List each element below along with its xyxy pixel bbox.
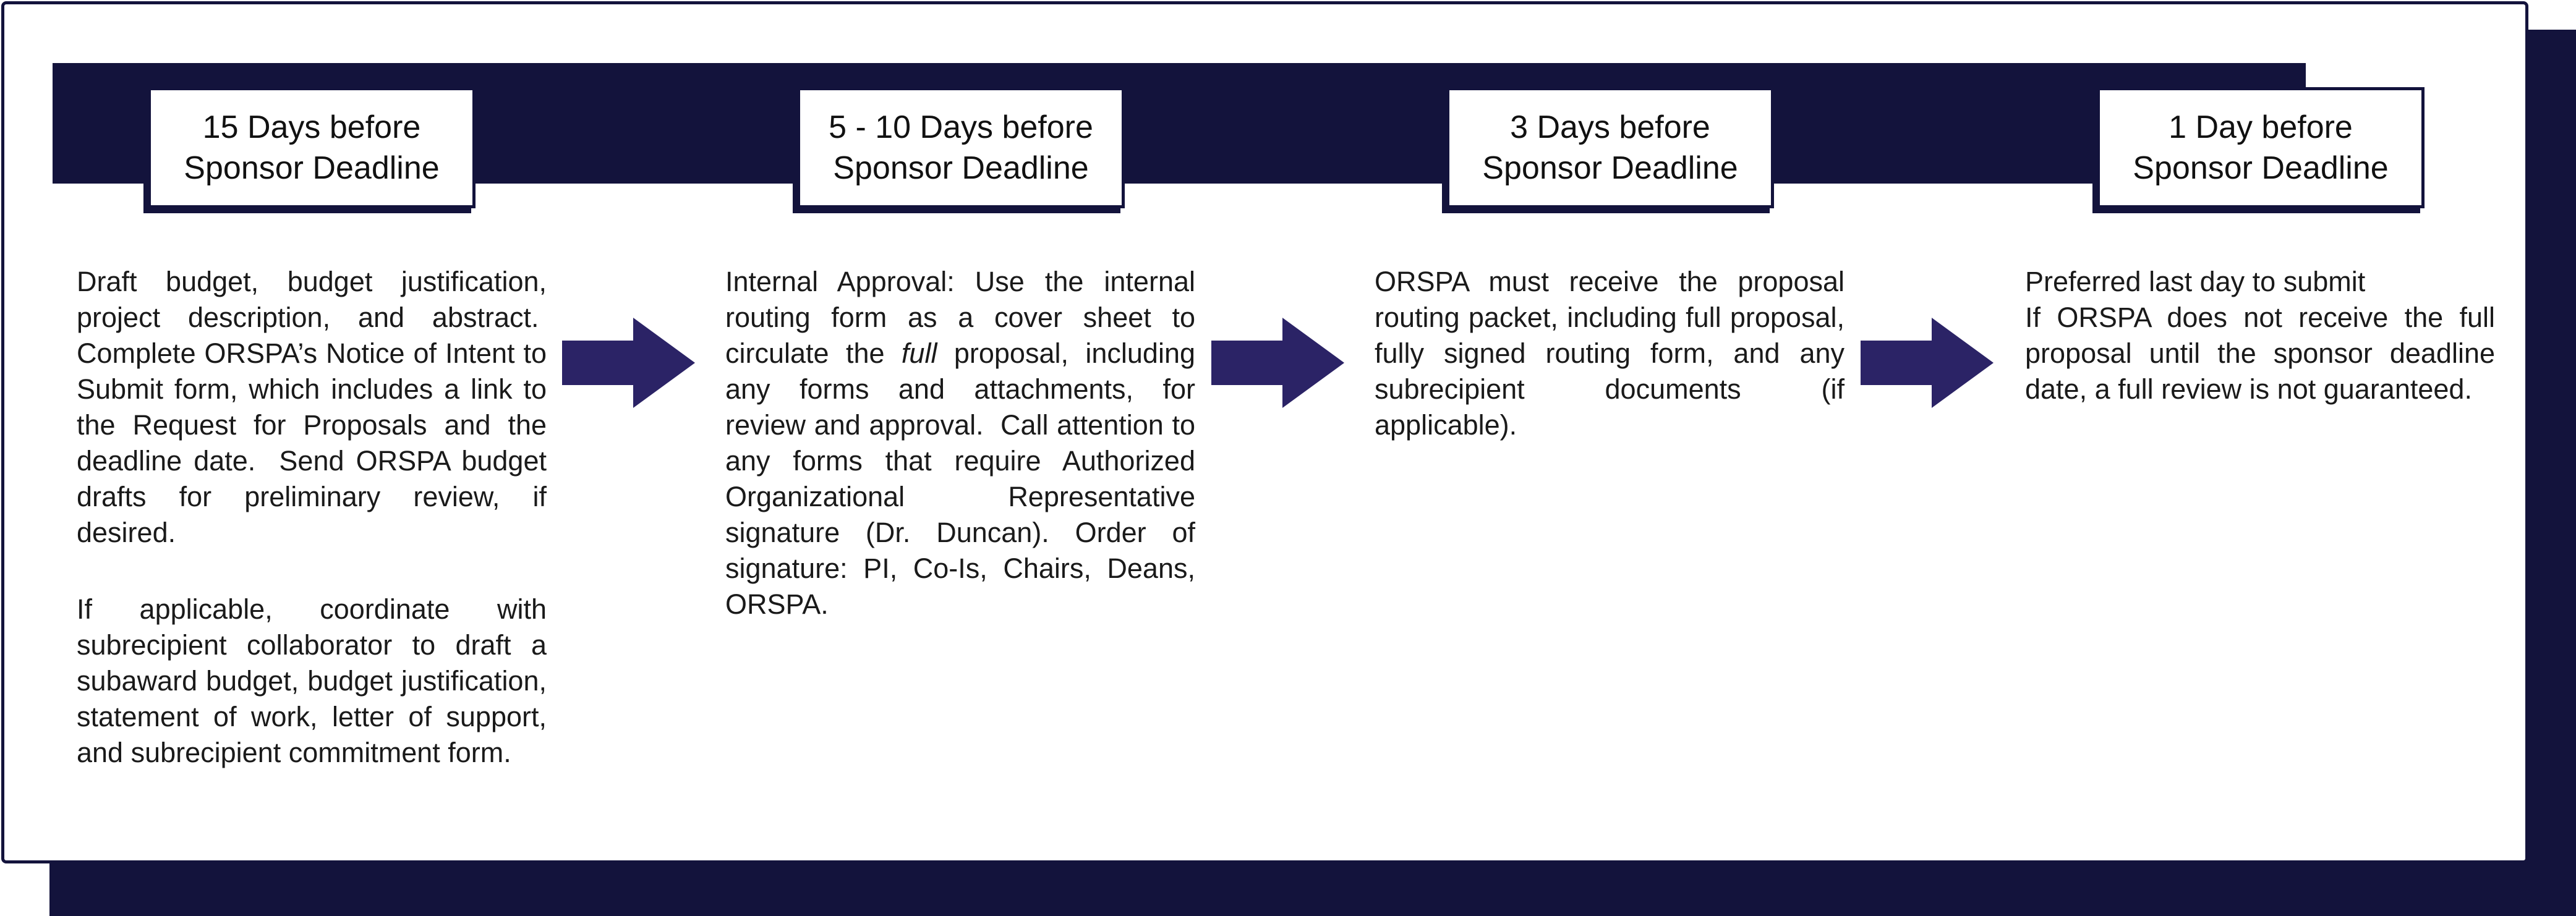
stage-description-15-days: Draft budget, budget justification, proj… <box>77 264 547 771</box>
timeline-page: 15 Days before Sponsor Deadline 5 - 10 D… <box>1 1 2528 863</box>
stage-paragraph: Preferred last day to submit If ORSPA doe… <box>2025 264 2495 407</box>
arrow-right-icon <box>1211 318 1344 408</box>
stage-header-line2: Sponsor Deadline <box>184 150 440 186</box>
stage-header-line2: Sponsor Deadline <box>2133 150 2389 186</box>
arrow-right-icon <box>562 318 695 408</box>
stage-header-box-1-day: 1 Day before Sponsor Deadline <box>2097 87 2425 208</box>
stage-header-box-3-days: 3 Days before Sponsor Deadline <box>1446 87 1774 208</box>
stage-header-line1: 1 Day before <box>2169 109 2353 145</box>
paragraph-italic-text: full <box>901 337 937 369</box>
stage-header-box-15-days: 15 Days before Sponsor Deadline <box>148 87 476 208</box>
arrow-right-icon <box>1861 318 1994 408</box>
stage-header-line2: Sponsor Deadline <box>833 150 1089 186</box>
paragraph-text: Internal Approval: Use the internal rout… <box>725 266 1195 369</box>
stage-description-3-days: ORSPA must receive the proposal routing … <box>1375 264 1845 443</box>
stage-paragraph: Draft budget, budget justification, proj… <box>77 266 547 548</box>
stage-header-line2: Sponsor Deadline <box>1482 150 1738 186</box>
stage-header-line1: 3 Days before <box>1510 109 1710 145</box>
paragraph-text: If ORSPA does not receive the full propo… <box>2025 302 2495 405</box>
stage-header-line1: 15 Days before <box>202 109 421 145</box>
stage-paragraph: ORSPA must receive the proposal routing … <box>1375 266 1845 441</box>
paragraph-text: proposal, including any forms and attach… <box>725 337 1195 620</box>
stage-paragraph: If applicable, coordinate with subrecipi… <box>77 593 547 768</box>
paragraph-text: Preferred last day to submit <box>2025 266 2366 297</box>
stage-header-box-5-10-days: 5 - 10 Days before Sponsor Deadline <box>797 87 1125 208</box>
stage-paragraph: Internal Approval: Use the internal rout… <box>725 264 1195 622</box>
stage-header-line1: 5 - 10 Days before <box>829 109 1093 145</box>
stage-description-5-10-days: Internal Approval: Use the internal rout… <box>725 264 1195 622</box>
stage-description-1-day: Preferred last day to submit If ORSPA doe… <box>2025 264 2495 407</box>
